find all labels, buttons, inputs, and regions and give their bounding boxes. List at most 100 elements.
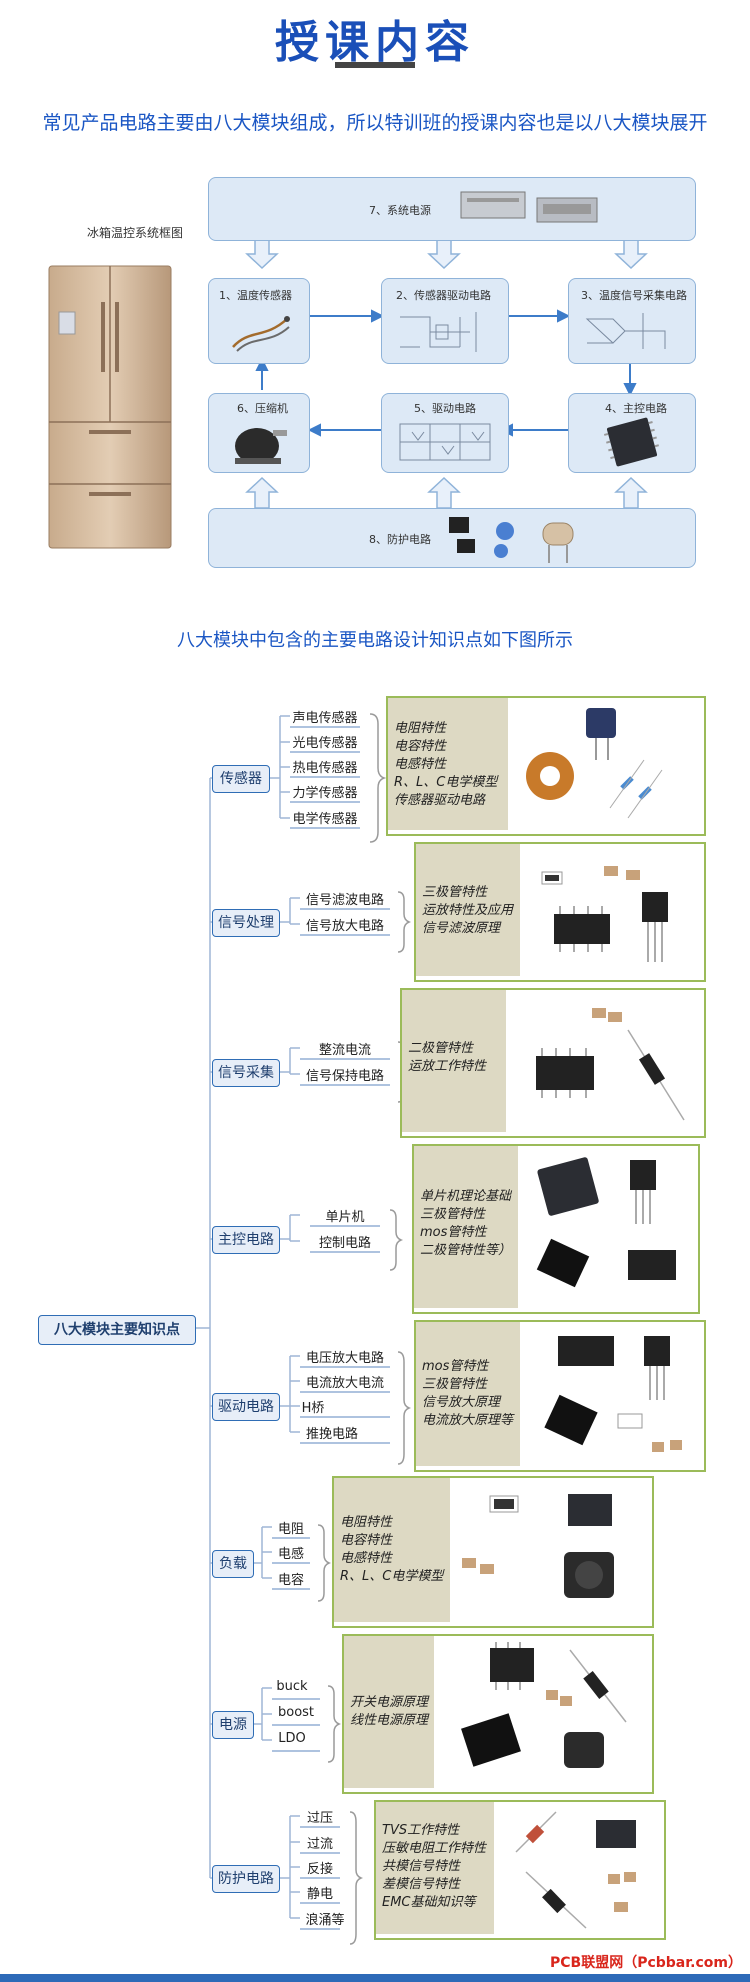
panel-power-notes: 开关电源原理 线性电源原理 (344, 1636, 434, 1788)
note-line: 单片机理论基础 (420, 1189, 512, 1204)
leaf-inductor: 电感 (277, 1547, 304, 1562)
footer-bar (0, 1974, 750, 1982)
panel-signal-processing-notes: 三极管特性 运放特性及应用 信号滤波原理 (416, 844, 520, 976)
panel-signal-processing: 三极管特性 运放特性及应用 信号滤波原理 (414, 842, 706, 982)
note-line: 电感特性 (394, 757, 447, 772)
note-line: R、L、C电学模型 (340, 1569, 444, 1584)
category-signal-processing: 信号处理 (212, 909, 280, 937)
note-line: mos管特性 (422, 1359, 489, 1374)
note-line: 差模信号特性 (382, 1877, 461, 1892)
mcu-chip-icon (603, 417, 659, 467)
signal-acquisition-components-image (536, 1008, 685, 1121)
panel-protection: TVS工作特性 压敏电阻工作特性 共模信号特性 差模信号特性 EMC基础知识等 (374, 1800, 666, 1940)
sensor-components-image (526, 708, 663, 819)
leaf-ldo: LDO (278, 1731, 306, 1746)
note-line: 电容特性 (340, 1533, 393, 1548)
note-line: 信号滤波原理 (422, 921, 501, 936)
block-temp-sensor-label: 1、温度传感器 (219, 289, 292, 302)
block-sensor-driver: 2、传感器驱动电路 (381, 278, 509, 364)
panel-driver: mos管特性 三极管特性 信号放大原理 电流放大原理等 (414, 1320, 706, 1472)
page-title: 授课内容 (275, 17, 475, 68)
note-line: 三极管特性 (422, 1377, 488, 1392)
signal-acq-schematic-icon (585, 313, 666, 349)
temp-probe-icon (232, 316, 290, 352)
note-line: 传感器驱动电路 (394, 793, 486, 808)
note-line: 信号放大原理 (422, 1395, 501, 1410)
note-line: mos管特性 (420, 1225, 487, 1240)
panel-main-control-notes: 单片机理论基础 三极管特性 mos管特性 二极管特性等） (414, 1146, 518, 1308)
panel-load: 电阻特性 电容特性 电感特性 R、L、C电学模型 (332, 1476, 654, 1628)
signal-processing-components-image (541, 866, 668, 962)
note-line: 二极管特性 (408, 1041, 474, 1056)
driver-schematic-icon (399, 423, 491, 461)
block-protection-label: 8、防护电路 (369, 533, 431, 546)
panel-driver-notes: mos管特性 三极管特性 信号放大原理 电流放大原理等 (416, 1322, 520, 1466)
leaf-control-circuit: 控制电路 (318, 1236, 371, 1251)
note-line: 三极管特性 (422, 885, 488, 900)
note-line: 电阻特性 (340, 1515, 393, 1530)
main-control-components-image (536, 1157, 676, 1288)
intro-text: 常见产品电路主要由八大模块组成，所以特训班的授课内容也是以八大模块展开 (42, 112, 708, 134)
leaf-mcu: 单片机 (325, 1210, 365, 1225)
sensor-driver-schematic-icon (400, 312, 477, 352)
note-line: EMC基础知识等 (382, 1895, 476, 1910)
leaf-current-amp: 电流放大电流 (305, 1376, 384, 1391)
block-driver: 5、驱动电路 (381, 393, 509, 473)
note-line: R、L、C电学模型 (394, 775, 498, 790)
block-main-control-label: 4、主控电路 (605, 402, 667, 415)
leaf-signal-amplifier: 信号放大电路 (305, 919, 384, 934)
leaf-optical-sensor: 光电传感器 (292, 736, 358, 751)
note-line: 三极管特性 (420, 1207, 486, 1222)
block-system-power: 7、系统电源 (208, 177, 696, 241)
fridge-diagram-label: 冰箱温控系统框图 (86, 226, 183, 240)
leaf-acoustic-sensor: 声电传感器 (292, 711, 358, 726)
fridge-illustration (48, 265, 172, 549)
leaf-boost: boost (277, 1705, 315, 1720)
leaf-capacitor: 电容 (277, 1573, 304, 1588)
note-line: 运放特性及应用 (422, 903, 514, 918)
note-line: 线性电源原理 (350, 1713, 429, 1728)
leaf-buck: buck (276, 1679, 308, 1694)
note-line: 开关电源原理 (350, 1695, 429, 1710)
protection-components-image (515, 1811, 636, 1929)
leaf-electrical-sensor: 电学传感器 (292, 812, 358, 827)
leaf-push-pull: 推挽电路 (305, 1427, 358, 1442)
block-main-control: 4、主控电路 (568, 393, 696, 473)
title-underline (335, 62, 415, 68)
note-line: 电阻特性 (394, 721, 447, 736)
panel-sensor-notes: 电阻特性 电容特性 电感特性 R、L、C电学模型 传感器驱动电路 (388, 698, 508, 830)
leaf-surge: 浪涌等 (305, 1913, 345, 1928)
category-protection: 防护电路 (212, 1865, 280, 1893)
block-compressor: 6、压缩机 (208, 393, 310, 473)
protection-parts-icon (449, 517, 574, 563)
leaf-signal-filter: 信号滤波电路 (305, 893, 384, 908)
category-main-control: 主控电路 (212, 1226, 280, 1254)
block-signal-acquisition: 3、温度信号采集电路 (568, 278, 696, 364)
power-components-image (461, 1642, 627, 1768)
category-load: 负载 (212, 1550, 254, 1578)
note-line: 电流放大原理等 (422, 1413, 514, 1428)
compressor-icon (235, 428, 287, 464)
leaf-rectifier: 整流电流 (318, 1043, 371, 1058)
category-power: 电源 (212, 1711, 254, 1739)
mindmap-root: 八大模块主要知识点 (38, 1315, 196, 1345)
category-signal-acquisition: 信号采集 (212, 1059, 280, 1087)
note-line: 二极管特性等） (420, 1243, 512, 1258)
block-connectors (245, 239, 648, 509)
block-driver-label: 5、驱动电路 (414, 402, 476, 415)
panel-protection-notes: TVS工作特性 压敏电阻工作特性 共模信号特性 差模信号特性 EMC基础知识等 (376, 1802, 494, 1934)
block-system-power-label: 7、系统电源 (369, 204, 431, 217)
block-protection: 8、防护电路 (208, 508, 696, 568)
note-line: 电感特性 (340, 1551, 393, 1566)
note-line: 运放工作特性 (408, 1059, 487, 1074)
panel-signal-acquisition-notes: 二极管特性 运放工作特性 (402, 990, 506, 1132)
leaf-mechanical-sensor: 力学传感器 (292, 786, 358, 801)
panel-signal-acquisition: 二极管特性 运放工作特性 (400, 988, 706, 1138)
note-line: 电容特性 (394, 739, 447, 754)
panel-load-notes: 电阻特性 电容特性 电感特性 R、L、C电学模型 (334, 1478, 450, 1622)
leaf-thermal-sensor: 热电传感器 (292, 761, 358, 776)
leaf-overvoltage: 过压 (306, 1811, 333, 1826)
leaf-esd: 静电 (306, 1887, 333, 1902)
panel-power: 开关电源原理 线性电源原理 (342, 1634, 654, 1794)
